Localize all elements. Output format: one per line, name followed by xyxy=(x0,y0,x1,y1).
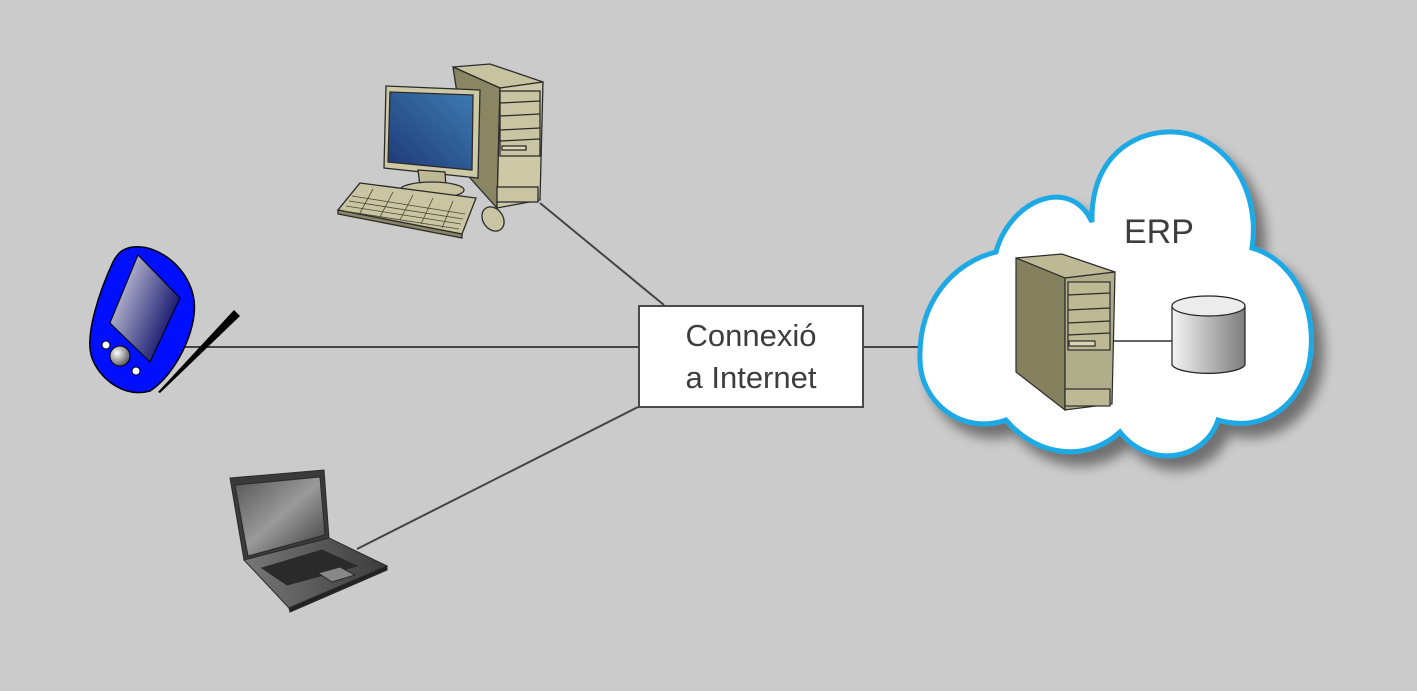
erp-label: ERP xyxy=(1124,213,1194,251)
pda-handheld-icon xyxy=(89,246,240,394)
connection-label-line1: Connexió xyxy=(685,317,817,353)
connection-lines xyxy=(180,202,920,550)
server-tower-icon xyxy=(1015,253,1116,412)
erp-cloud xyxy=(917,129,1314,459)
laptop-icon xyxy=(229,469,389,613)
connection-label-line2: a Internet xyxy=(685,359,817,395)
link-desktop xyxy=(539,202,665,306)
internet-connection-node: Connexió a Internet xyxy=(638,305,864,408)
link-laptop xyxy=(356,406,639,550)
database-icon xyxy=(1171,295,1246,374)
desktop-computer-icon xyxy=(336,63,544,239)
